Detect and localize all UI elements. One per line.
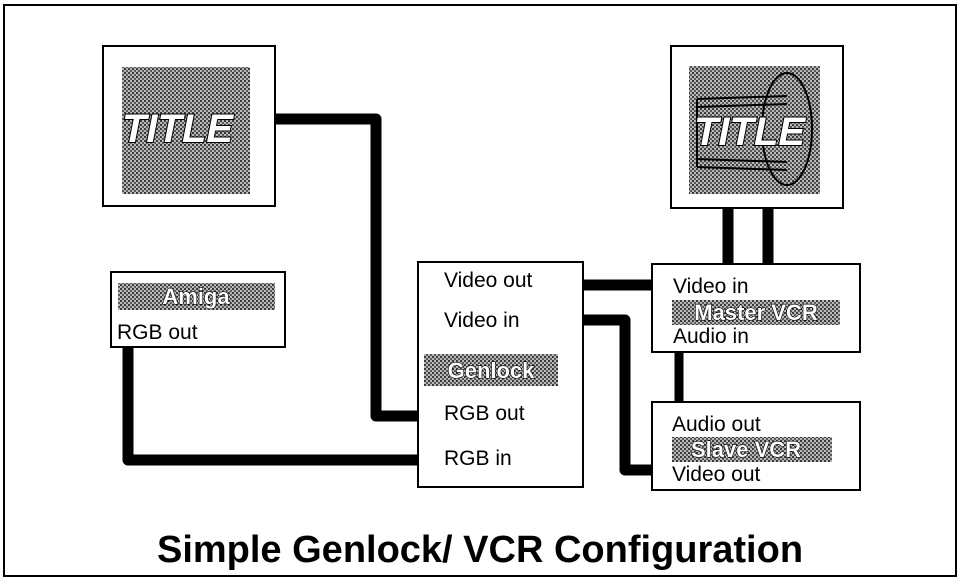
cables [122,113,774,476]
amiga-port-rgb-out: RGB out [117,321,198,344]
monitor-left-screen [122,67,250,194]
slave-vcr-box: Audio out Slave VCR Video out [651,401,861,491]
genlock-name-bar [424,354,558,386]
genlock-port-rgb-in: RGB in [444,447,512,470]
master-vcr-name-bar [672,300,840,325]
cable-amiga-rgb-to-genlock-rgb-in [122,346,418,466]
master-vcr-port-audio-in: Audio in [673,325,749,348]
genlock-box: Video out Video in Genlock RGB out RGB i… [417,261,584,488]
slave-vcr-name: Slave VCR [691,437,801,462]
monitor-right-title-text: TITLE [694,110,806,154]
rolling-title-effect [696,72,813,186]
slave-vcr-port-video-out: Video out [672,463,761,486]
genlock-port-rgb-out: RGB out [444,402,525,425]
genlock-port-video-out: Video out [444,269,533,292]
monitor-left: TITLE [102,45,276,207]
master-vcr-name: Master VCR [694,300,818,325]
slave-vcr-name-bar [672,437,832,462]
master-vcr-port-video-in: Video in [673,275,749,298]
diagram-caption: Simple Genlock/ VCR Configuration [157,529,803,571]
cable-monitor-to-genlock-rgb-out [275,113,418,422]
genlock-port-video-in: Video in [444,309,520,332]
genlock-name: Genlock [448,358,536,383]
master-vcr-box: Video in Master VCR Audio in [651,263,861,353]
amiga-name: Amiga [162,284,230,309]
slave-vcr-port-audio-out: Audio out [672,413,761,436]
amiga-name-bar [118,283,275,310]
monitor-right-screen [689,66,820,194]
monitor-right: TITLE [670,45,844,209]
diagram-frame [3,4,957,577]
amiga-box: Amiga RGB out [110,271,286,348]
cable-slave-video-out-to-genlock-video-in [583,314,652,476]
monitor-left-title-text: TITLE [122,107,234,151]
